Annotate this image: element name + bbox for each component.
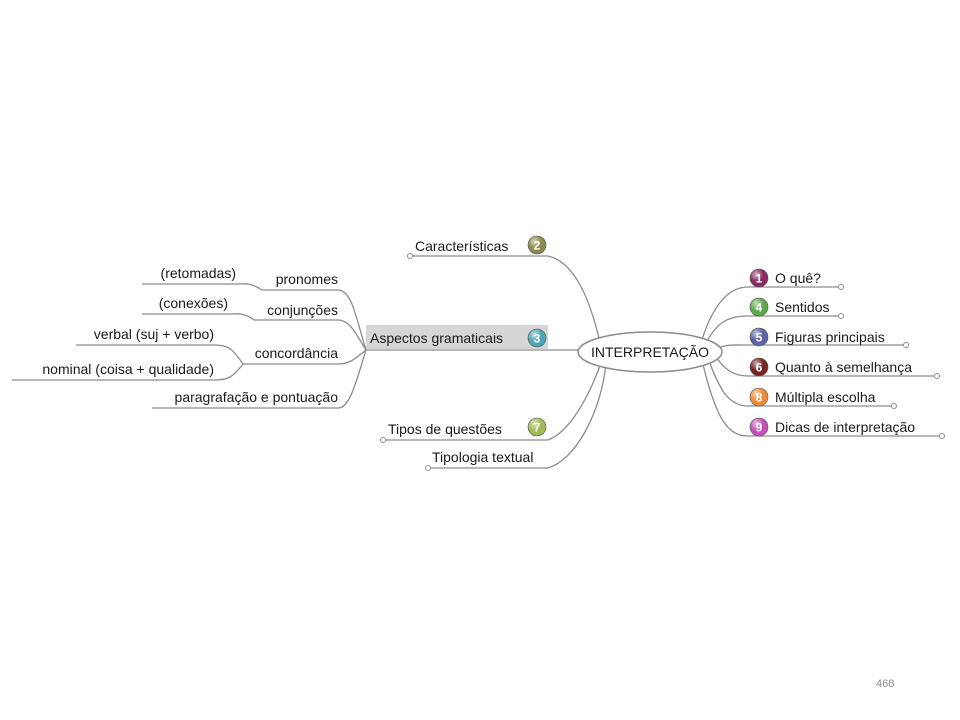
end-sentidos xyxy=(838,313,844,319)
node-multipla-escolha[interactable]: 8 Múltipla escolha xyxy=(749,387,876,407)
node-conjuncoes[interactable]: conjunções xyxy=(267,302,338,318)
node-sentidos[interactable]: 4 Sentidos xyxy=(749,297,829,317)
connector-multipla xyxy=(707,357,894,407)
badge-dicas-number: 9 xyxy=(756,421,763,435)
node-tipos-questoes-label: Tipos de questões xyxy=(388,421,502,437)
node-tipos-questoes[interactable]: Tipos de questões 7 xyxy=(388,417,547,437)
end-figuras xyxy=(903,342,909,348)
node-multipla-label: Múltipla escolha xyxy=(775,389,876,405)
leaf-conexoes[interactable]: (conexões) xyxy=(159,295,228,311)
node-aspectos-label: Aspectos gramaticais xyxy=(370,330,503,346)
page-number: 468 xyxy=(876,678,895,690)
badge-figuras-number: 5 xyxy=(756,331,763,345)
node-dicas-interpretacao[interactable]: 9 Dicas de interpretação xyxy=(749,417,915,437)
node-figuras-principais[interactable]: 5 Figuras principais xyxy=(749,327,885,347)
connector-figuras xyxy=(713,344,906,351)
connector-dicas xyxy=(701,359,942,437)
badge-multipla-number: 8 xyxy=(756,391,763,405)
node-o-que-label: O quê? xyxy=(775,270,821,286)
leaf-verbal[interactable]: verbal (suj + verbo) xyxy=(94,326,214,342)
node-semelhanca-label: Quanto à semelhança xyxy=(775,359,912,375)
central-node[interactable]: INTERPRETAÇÃO xyxy=(577,331,723,373)
badge-aspectos-number: 3 xyxy=(534,332,541,346)
node-aspectos-highlight xyxy=(366,325,548,349)
node-caracteristicas[interactable]: Características 2 xyxy=(415,235,547,255)
end-tipos-questoes xyxy=(380,437,386,443)
connector-o-que xyxy=(699,286,841,347)
badge-caracteristicas-number: 2 xyxy=(534,239,541,253)
end-caracteristicas xyxy=(407,253,413,259)
node-paragrafacao[interactable]: paragrafação e pontuação xyxy=(175,389,339,405)
node-tipologia-label: Tipologia textual xyxy=(432,449,533,465)
node-caracteristicas-label: Características xyxy=(415,238,508,254)
connector-tipos-questoes xyxy=(383,359,603,441)
node-figuras-label: Figuras principais xyxy=(775,329,885,345)
end-tipologia xyxy=(425,465,431,471)
end-dicas xyxy=(939,433,945,439)
connectors xyxy=(12,255,942,469)
end-o-que xyxy=(838,284,844,290)
connector-conexoes xyxy=(142,313,255,321)
central-node-label: INTERPRETAÇÃO xyxy=(591,344,709,360)
node-pronomes[interactable]: pronomes xyxy=(276,271,338,287)
node-o-que[interactable]: 1 O quê? xyxy=(749,268,821,288)
node-sentidos-label: Sentidos xyxy=(775,299,829,315)
connector-conjuncoes xyxy=(254,319,367,351)
badge-caracteristicas: 2 xyxy=(527,235,547,255)
badge-tipos-questoes-number: 7 xyxy=(534,421,541,435)
connector-paragrafacao xyxy=(152,349,367,409)
badge-tipos-questoes: 7 xyxy=(527,417,547,437)
node-concordancia[interactable]: concordância xyxy=(255,345,338,361)
leaf-nominal[interactable]: nominal (coisa + qualidade) xyxy=(42,361,214,377)
badge-o-que-number: 1 xyxy=(756,272,763,286)
connector-caracteristicas xyxy=(410,255,601,343)
connector-tipologia xyxy=(428,363,607,469)
leaf-retomadas[interactable]: (retomadas) xyxy=(161,265,236,281)
connector-retomadas xyxy=(142,283,263,291)
connector-concordancia xyxy=(243,349,367,365)
badge-semelhanca-number: 6 xyxy=(756,361,763,375)
end-semelhanca xyxy=(934,373,940,379)
badge-aspectos: 3 xyxy=(527,328,547,348)
node-dicas-label: Dicas de interpretação xyxy=(775,419,915,435)
connector-pronomes xyxy=(262,289,367,351)
node-aspectos-gramaticais[interactable]: Aspectos gramaticais 3 xyxy=(366,325,548,349)
node-quanto-semelhanca[interactable]: 6 Quanto à semelhança xyxy=(749,357,912,377)
branch-ends xyxy=(380,253,945,471)
connector-nominal xyxy=(12,363,244,381)
node-tipologia-textual[interactable]: Tipologia textual xyxy=(432,449,533,465)
badge-sentidos-number: 4 xyxy=(756,301,763,315)
end-multipla xyxy=(891,403,897,409)
connector-verbal xyxy=(76,344,244,365)
